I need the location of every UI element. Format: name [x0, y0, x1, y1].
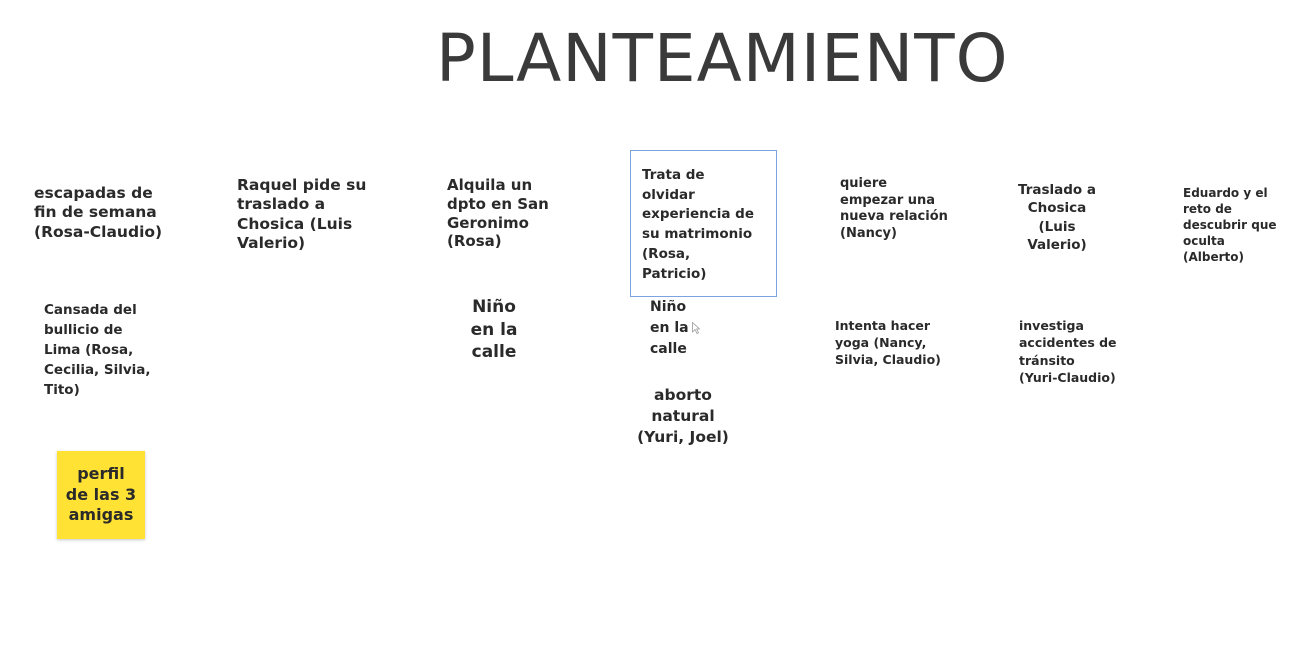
text-note-escapadas[interactable]: escapadas de fin de semana (Rosa-Claudio…: [34, 184, 163, 241]
text-note-traslado[interactable]: Traslado a Chosica (Luis Valerio): [1017, 182, 1096, 254]
text-note-intenta[interactable]: Intenta hacer yoga (Nancy, Silvia, Claud…: [835, 318, 941, 367]
board-title: PLANTEAMIENTO: [436, 20, 1009, 97]
text-note-aborto[interactable]: aborto natural (Yuri, Joel): [637, 386, 729, 446]
text-note-alquila[interactable]: Alquila un dpto en San Geronimo (Rosa): [447, 176, 549, 251]
text-note-nino-1[interactable]: Niño en la calle: [470, 297, 518, 363]
sticky-note-perfil[interactable]: perfil de las 3 amigas: [57, 451, 145, 539]
text-note-cansada[interactable]: Cansada del bullicio de Lima (Rosa, Ceci…: [44, 302, 151, 398]
sticky-note-text: perfil de las 3 amigas: [65, 464, 137, 525]
text-note-raquel[interactable]: Raquel pide su traslado a Chosica (Luis …: [237, 176, 367, 253]
text-note-investiga[interactable]: investiga accidentes de tránsito (Yuri-C…: [1019, 318, 1117, 385]
mouse-cursor-icon: [692, 322, 700, 334]
text-note-nino-2[interactable]: Niño en la calle: [650, 299, 689, 357]
text-note-eduardo[interactable]: Eduardo y el reto de descubrir que ocult…: [1183, 186, 1277, 264]
selected-text-box-trata[interactable]: Trata de olvidar experiencia de su matri…: [630, 150, 777, 297]
text-note-quiere[interactable]: quiere empezar una nueva relación (Nancy…: [840, 176, 948, 241]
